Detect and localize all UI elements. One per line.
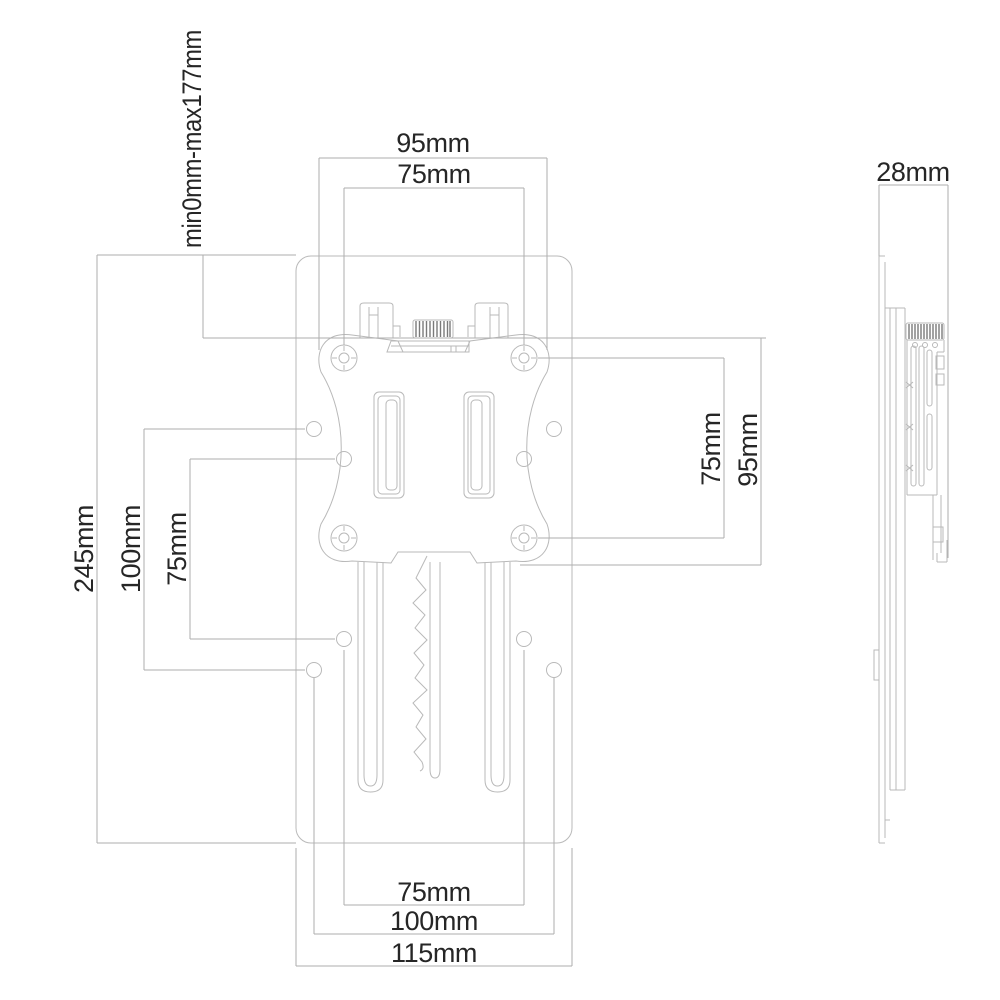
mount-rail-left <box>373 391 405 499</box>
dim-label-right-plate-height: 95mm <box>733 413 763 486</box>
dim-label-overall-width: 115mm <box>391 938 477 968</box>
clamp-bar <box>386 340 470 353</box>
dim-top-hole-spacing: 75mm <box>343 159 525 345</box>
dim-overall-width: 115mm <box>295 848 573 968</box>
dim-bottom-hole-spacing-75: 75mm <box>343 650 525 907</box>
front-view <box>295 255 573 844</box>
dim-label-left-hole-spacing-75: 75mm <box>162 512 192 585</box>
front-plate-holes <box>330 344 538 552</box>
side-thumbwheel <box>905 322 945 348</box>
dim-label-bottom-hole-spacing-100: 100mm <box>390 906 478 936</box>
dim-label-left-hole-spacing-100: 100mm <box>116 505 146 593</box>
dim-overall-height: 245mm <box>69 254 296 844</box>
dim-right-plate-height: 95mm <box>520 338 763 566</box>
side-clip-tab <box>873 649 880 681</box>
dim-label-bottom-hole-spacing-75: 75mm <box>397 877 470 907</box>
back-plate <box>295 255 573 844</box>
side-bracket-body <box>905 340 945 496</box>
dim-right-hole-spacing-75: 75mm <box>538 357 726 539</box>
dim-side-depth: 28mm <box>876 157 950 558</box>
thumbwheel <box>412 319 454 339</box>
side-channel <box>885 307 906 791</box>
dim-height-adjust-range: min0mm-max177mm <box>177 30 766 339</box>
dim-left-hole-spacing-100: 100mm <box>116 428 305 671</box>
dim-top-outer-width: 95mm <box>318 128 548 350</box>
dim-label-top-hole-spacing: 75mm <box>397 159 470 189</box>
dim-label-side-depth: 28mm <box>876 157 949 187</box>
dim-label-right-hole-spacing-75: 75mm <box>696 412 726 485</box>
dim-bottom-hole-spacing-100: 100mm <box>313 678 555 936</box>
slide-channel <box>357 555 511 793</box>
dimension-annotations: 95mm 75mm min0mm-max177mm 245mm 100mm 75… <box>69 30 950 968</box>
dim-left-hole-spacing-75: 75mm <box>162 458 335 640</box>
back-plate-holes <box>306 421 562 678</box>
side-view <box>873 255 948 844</box>
hook-left <box>359 302 401 338</box>
dim-label-height-adjust-range: min0mm-max177mm <box>177 30 207 248</box>
hook-right <box>467 302 509 338</box>
dim-label-overall-height: 245mm <box>69 505 99 593</box>
dim-label-top-outer-width: 95mm <box>396 128 469 158</box>
ratchet-strip <box>412 555 428 772</box>
mount-rail-right <box>463 391 495 499</box>
side-lower-foot <box>932 495 948 563</box>
side-wall-plate <box>873 255 890 844</box>
